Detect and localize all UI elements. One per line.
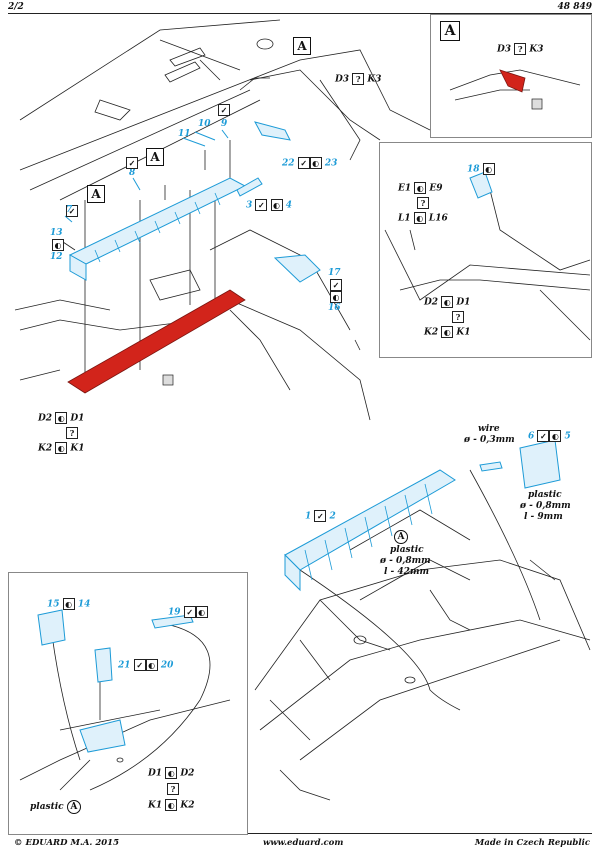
- website-link[interactable]: www.eduard.com: [263, 838, 344, 848]
- pe-part-9: [221, 129, 229, 139]
- red-strip-main: [67, 289, 246, 394]
- pe-part-10: [194, 131, 216, 141]
- inset-a-frame: [430, 14, 592, 138]
- pe-part-11: [182, 137, 206, 147]
- section-a-marker: A: [87, 185, 105, 203]
- part-11: 11: [178, 129, 191, 139]
- kit-number: 48 849: [557, 2, 592, 12]
- pe-part-7: [64, 215, 73, 223]
- red-paint-areas: [67, 69, 526, 394]
- pe-part-3-4: [236, 177, 263, 197]
- pe-part-5-6: [519, 439, 561, 489]
- plastic-a-label: plastic A: [30, 800, 81, 814]
- pe-assembly: [79, 719, 126, 753]
- pe-part-20-21: [94, 647, 113, 683]
- pe-part-18: [469, 171, 493, 199]
- wire-piece: [479, 461, 503, 472]
- code-k2-k1: K2 ◐ K1: [38, 442, 85, 454]
- checkmark-icon: ✓: [126, 157, 138, 169]
- wing-upper-edge: [19, 19, 281, 121]
- question-mark: ?: [452, 311, 464, 323]
- part-17: 17: [328, 268, 341, 278]
- copyright: © EDUARD M.A. 2015: [14, 838, 119, 848]
- checkmark-icon: ✓: [218, 104, 230, 116]
- code-e1-e9: E1 ◐ E9: [398, 182, 443, 194]
- code-d2-d1: D2 ◐ D1: [38, 412, 85, 424]
- header-rule: [8, 13, 592, 14]
- pe-part-16-17: [273, 254, 321, 283]
- code-k1-k2: K1 ◐ K2: [148, 799, 195, 811]
- part-7: 7: [66, 205, 73, 215]
- red-strip-inset: [499, 69, 526, 93]
- code-d3-k3: D3 ? K3: [335, 73, 382, 85]
- part-12: 12: [50, 252, 63, 262]
- inset-a-letter: A: [440, 21, 460, 41]
- plastic-small-label: plastic: [528, 490, 562, 500]
- plastic-large-size: ø - 0,8mm: [380, 556, 431, 566]
- code-k2-k1-inset: K2 ◐ K1: [424, 326, 471, 338]
- part-21-20: 21 ✓◐ 20: [118, 659, 174, 671]
- question-mark: ?: [66, 427, 78, 439]
- inset-a-code: D3 ? K3: [497, 43, 544, 55]
- part-22-23: 22 ✓◐ 23: [282, 157, 338, 169]
- part-6: 6 ✓◐ 5: [528, 430, 571, 442]
- part-8: 8: [129, 168, 136, 178]
- wire-size: ø - 0,3mm: [464, 435, 515, 445]
- part-3: 3 ✓ ◐ 4: [246, 199, 292, 211]
- part-13-symbol: ◐: [52, 239, 64, 251]
- blue-parts: [37, 121, 561, 753]
- plastic-circle-marker: A: [394, 530, 408, 544]
- plastic-small-size: ø - 0,8mm: [520, 501, 571, 511]
- section-a-marker: A: [293, 37, 311, 55]
- part-7: ✓: [66, 205, 78, 217]
- part-10: 10: [198, 119, 211, 129]
- part-15-14: 15 ◐ 14: [47, 598, 91, 610]
- pe-part-22-23: [254, 121, 291, 141]
- plastic-large-length: l - 42mm: [384, 567, 429, 577]
- wire-label: wire: [478, 424, 500, 434]
- part-1: 1 ✓ 2: [305, 510, 336, 522]
- section-a-marker: A: [146, 148, 164, 166]
- part-16: 16: [328, 303, 341, 313]
- paint-brush-icon-inset: [531, 98, 543, 110]
- plastic-small-length: l - 9mm: [524, 512, 563, 522]
- page-number: 2/2: [8, 2, 24, 12]
- code-l1-l16: L1 ◐ L16: [398, 212, 448, 224]
- pe-part-14-15: [37, 609, 66, 646]
- paint-brush-icon-main: [162, 374, 174, 386]
- part-18: 18 ◐: [467, 163, 495, 175]
- footer-rule: [8, 833, 592, 834]
- part-9: 9: [221, 119, 228, 129]
- code-d2-d1-inset: D2 ◐ D1: [424, 296, 471, 308]
- paint-brush-icons: [162, 98, 543, 386]
- origin-text: Made in Czech Republic: [474, 838, 590, 848]
- part-13: 13: [50, 228, 63, 238]
- part-19: 19 ✓◐: [168, 606, 208, 618]
- plastic-large-label: plastic: [390, 545, 424, 555]
- pe-part-19: [151, 614, 194, 629]
- part-17-symbols: ✓◐: [330, 279, 342, 303]
- pe-part-8: [132, 177, 141, 191]
- question-mark: ?: [167, 783, 179, 795]
- question-mark: ?: [417, 197, 429, 209]
- code-d1-d2: D1 ◐ D2: [148, 767, 195, 779]
